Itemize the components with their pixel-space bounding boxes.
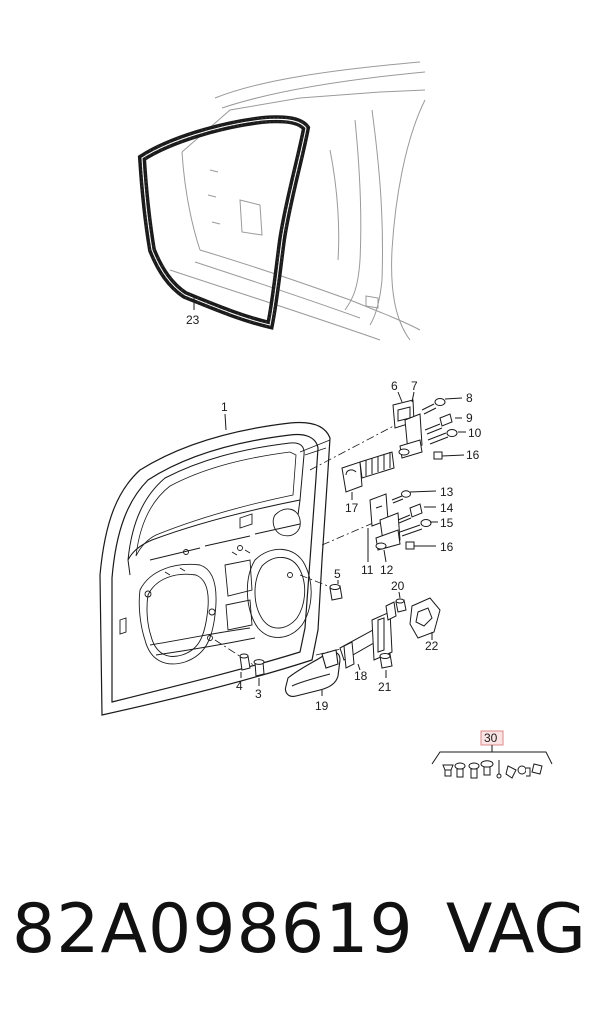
lower-hinge-bolts bbox=[391, 490, 432, 550]
bracket-22 bbox=[409, 597, 441, 639]
hinge-spring-17 bbox=[341, 451, 395, 493]
door-frame-outline bbox=[169, 61, 426, 341]
caption: 82A098619 VAG bbox=[0, 880, 600, 990]
callout-15: 15 bbox=[440, 516, 454, 530]
part-number: 82A098619 bbox=[12, 890, 414, 969]
callout-17: 17 bbox=[345, 501, 359, 515]
kit-bracket bbox=[431, 751, 553, 765]
door-seal bbox=[137, 115, 311, 330]
door-handle bbox=[284, 649, 341, 697]
upper-hinge bbox=[392, 399, 423, 459]
bolt-20 bbox=[395, 598, 407, 613]
callout-9: 9 bbox=[466, 411, 473, 425]
callout-21: 21 bbox=[378, 680, 392, 694]
callout-11: 11 bbox=[361, 563, 374, 577]
callout-23: 23 bbox=[186, 313, 200, 327]
bolt-21 bbox=[379, 653, 393, 669]
callout-14: 14 bbox=[440, 501, 454, 515]
callout-4: 4 bbox=[236, 679, 243, 693]
callout-12: 12 bbox=[380, 563, 394, 577]
callout-30: 30 bbox=[484, 731, 498, 745]
callout-3: 3 bbox=[255, 687, 262, 701]
callout-8: 8 bbox=[466, 391, 473, 405]
bolt-5 bbox=[329, 584, 343, 601]
callout-16-lower: 16 bbox=[440, 540, 454, 554]
upper-hinge-bolts bbox=[421, 398, 458, 460]
callout-6: 6 bbox=[391, 379, 398, 393]
callout-10: 10 bbox=[468, 426, 482, 440]
callout-22: 22 bbox=[425, 639, 439, 653]
bolt-4 bbox=[239, 653, 251, 671]
leader-1 bbox=[224, 413, 227, 431]
door-inner-panel bbox=[119, 508, 312, 665]
callout-7: 7 bbox=[411, 379, 418, 393]
callout-13: 13 bbox=[440, 485, 454, 499]
bolt-3 bbox=[253, 659, 265, 677]
lower-hinge bbox=[369, 493, 401, 551]
callout-16-upper: 16 bbox=[466, 448, 480, 462]
brand-label: VAG bbox=[445, 890, 586, 969]
callout-1: 1 bbox=[221, 400, 228, 414]
door-check-strap bbox=[339, 601, 397, 669]
callout-5: 5 bbox=[334, 567, 341, 581]
callout-18: 18 bbox=[354, 669, 368, 683]
door-shell bbox=[99, 421, 331, 716]
fastener-kit bbox=[442, 760, 543, 779]
callout-19: 19 bbox=[315, 699, 329, 713]
parts-diagram: 23 1 bbox=[99, 61, 553, 779]
callout-20: 20 bbox=[391, 579, 405, 593]
